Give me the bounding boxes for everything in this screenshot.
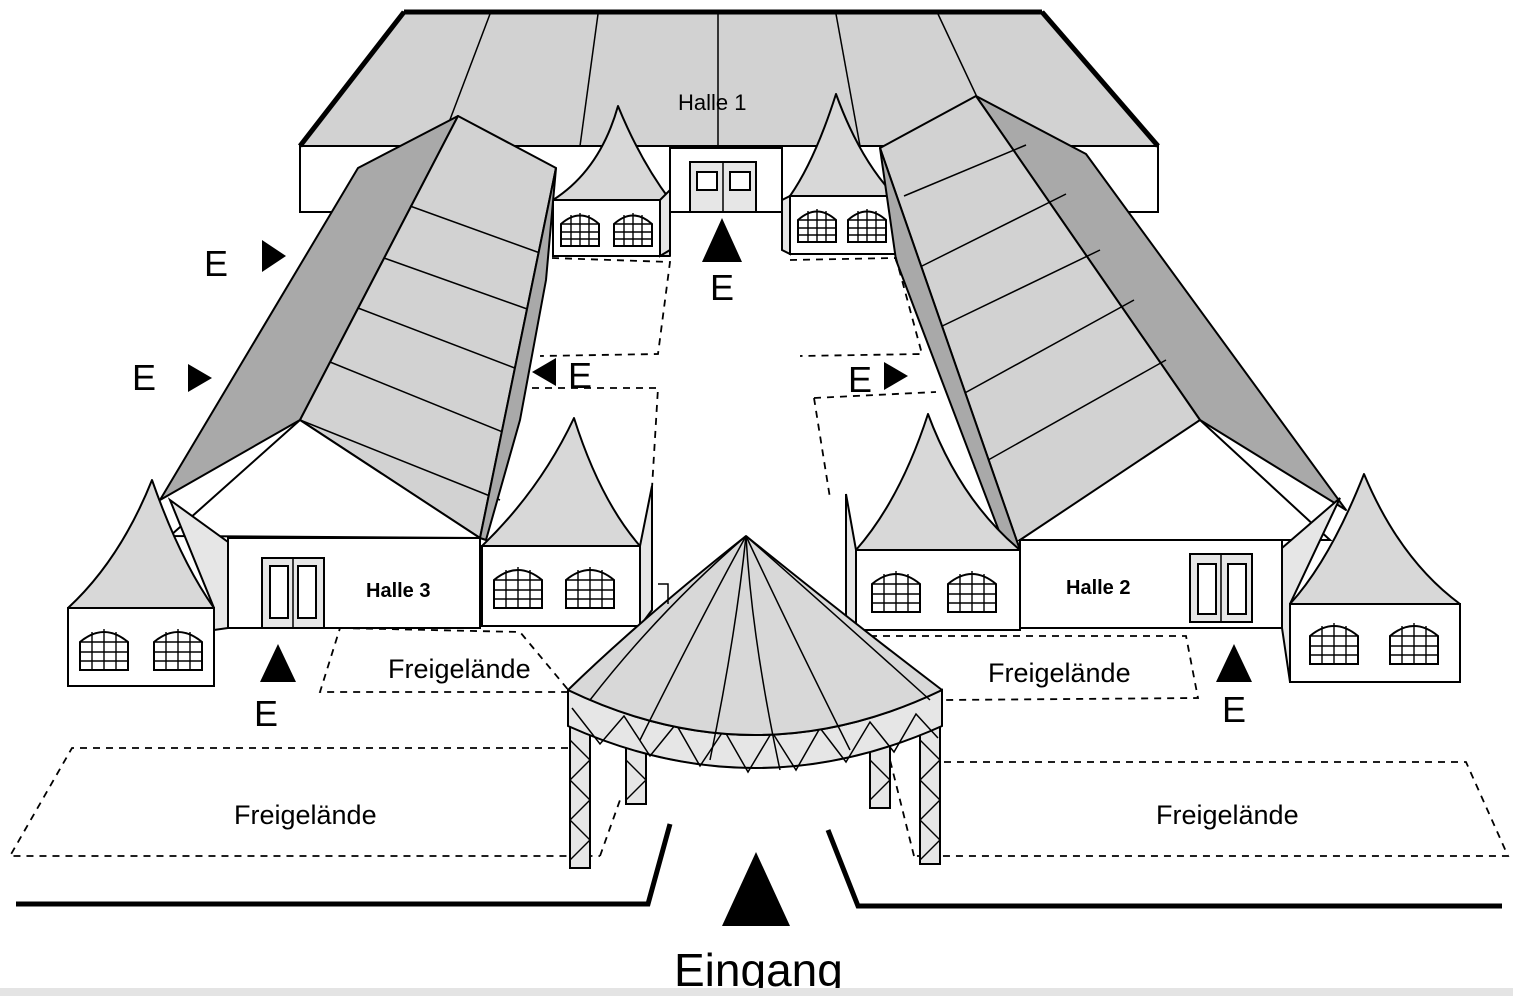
entry-label-hall2-front: E	[1222, 689, 1246, 730]
entry-label-hall3-outer-top: E	[204, 243, 228, 284]
central-tent	[567, 535, 943, 869]
hall-3-label: Halle 3	[366, 580, 430, 602]
entry-arrow-hall3-inner	[532, 358, 556, 386]
entry-arrow-hall2-front	[1216, 644, 1252, 682]
open-area-label-front-right: Freigelände	[1156, 800, 1299, 830]
pavilion-right-front	[1281, 473, 1461, 683]
pavilion-hall1-right	[781, 93, 896, 256]
pavilion-left-front	[67, 479, 229, 687]
open-area-label-front-left: Freigelände	[234, 800, 377, 830]
entry-label-hall3-inner: E	[568, 355, 592, 396]
hall-1-label: Halle 1	[678, 90, 746, 115]
hall-2: Halle 2	[879, 95, 1347, 629]
site-boundary	[16, 823, 1502, 909]
entry-label-hall2-inner: E	[848, 359, 872, 400]
hall-2-label: Halle 2	[1066, 577, 1130, 599]
entry-arrow-hall1	[702, 218, 742, 262]
entry-label-hall3-front: E	[254, 693, 278, 734]
entry-arrow-hall3-outer-mid	[188, 364, 212, 392]
entry-arrow-hall2-inner	[884, 362, 908, 390]
pavilion-left-inner	[481, 417, 653, 629]
pavilion-hall1-left	[552, 105, 671, 258]
hall-3: Halle 3	[159, 115, 557, 629]
entry-arrow-hall3-outer-top	[262, 240, 286, 272]
open-area-label-hall3: Freigelände	[388, 654, 531, 684]
entry-label-hall3-outer-mid: E	[132, 357, 156, 398]
bottom-bar	[0, 988, 1513, 996]
main-entrance-label: Eingang	[674, 944, 843, 996]
entrance-arrow	[722, 852, 790, 926]
entry-arrow-hall3-front	[260, 644, 296, 682]
entry-label-hall1: E	[710, 267, 734, 308]
entry-arrows	[188, 218, 1252, 926]
pavilion-right-inner	[845, 413, 1021, 633]
open-area-label-hall2: Freigelände	[988, 658, 1131, 688]
